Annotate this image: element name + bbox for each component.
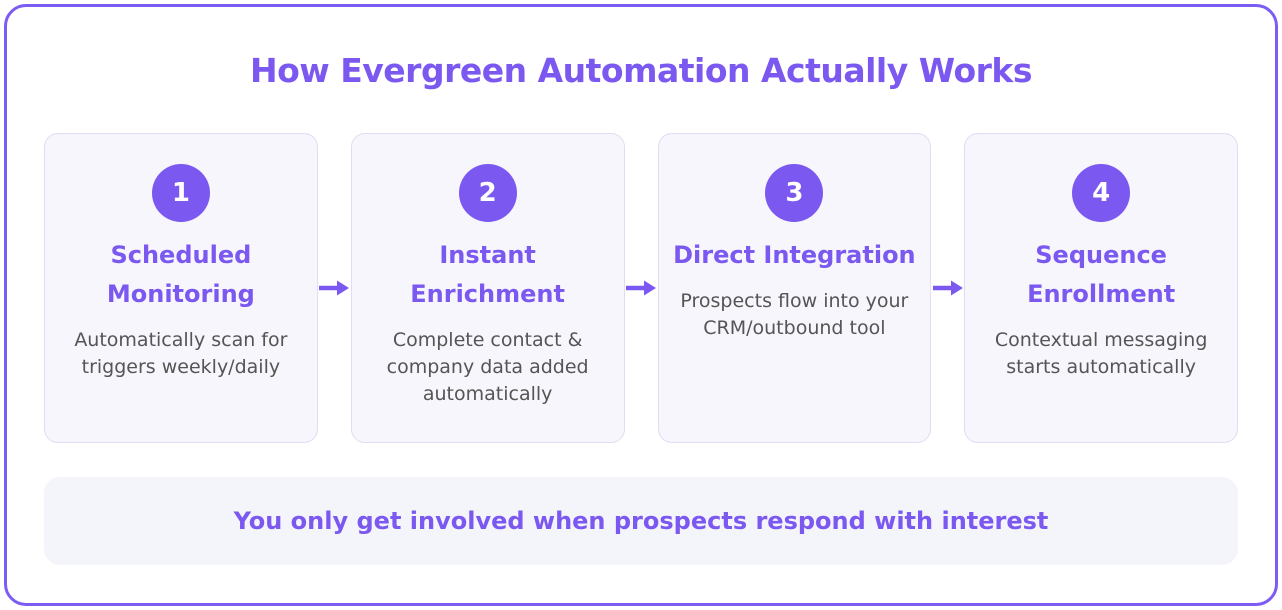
step-description: Contextual messaging starts automaticall… (994, 329, 1208, 378)
step-number-badge: 3 (765, 164, 824, 222)
footer-banner: You only get involved when prospects res… (44, 477, 1238, 565)
flow-arrow (318, 133, 351, 443)
step-number-badge: 2 (458, 164, 517, 222)
step-number: 1 (171, 178, 190, 208)
process-steps-row: 1 Scheduled Monitoring Automatically sca… (44, 133, 1238, 443)
step-description: Prospects flow into your CRM/outbound to… (680, 290, 909, 339)
right-arrow-icon (932, 280, 963, 296)
right-arrow-icon (626, 280, 656, 296)
step-card-1: 1 Scheduled Monitoring Automatically sca… (44, 133, 318, 443)
step-number: 3 (785, 178, 804, 208)
flow-arrow (931, 133, 964, 443)
step-title: Direct Integration (673, 241, 916, 269)
step-card-3: 3 Direct Integration Prospects flow into… (657, 133, 932, 443)
step-card-4: 4 Sequence Enrollment Contextual messagi… (964, 133, 1238, 443)
step-number-badge: 4 (1072, 164, 1131, 222)
step-title: Sequence Enrollment (1027, 241, 1176, 308)
infographic-frame: How Evergreen Automation Actually Works … (4, 4, 1278, 606)
step-description: Automatically scan for triggers weekly/d… (74, 329, 288, 378)
right-arrow-icon (319, 280, 350, 296)
step-number: 4 (1092, 178, 1111, 208)
step-title: Scheduled Monitoring (106, 241, 255, 308)
page-title: How Evergreen Automation Actually Works (249, 51, 1033, 90)
footer-banner-text: You only get involved when prospects res… (233, 507, 1049, 535)
flow-arrow (625, 133, 658, 443)
step-card-2: 2 Instant Enrichment Complete contact & … (350, 133, 625, 443)
step-title: Instant Enrichment (410, 241, 565, 308)
step-number: 2 (478, 178, 497, 208)
step-description: Complete contact & company data added au… (386, 329, 589, 405)
step-number-badge: 1 (151, 164, 210, 222)
